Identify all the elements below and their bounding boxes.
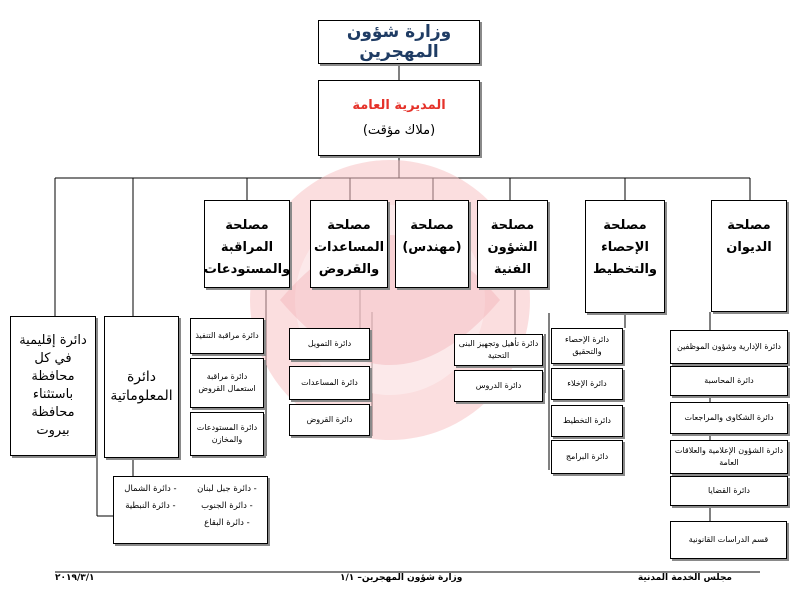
maslaha-diwan: مصلحة الديوان xyxy=(711,200,787,312)
musaadat-unit-label: دائرة التمويل xyxy=(307,339,352,348)
muraqaba-unit-execution: دائرة مراقبة التنفيذ xyxy=(190,318,264,354)
region-item: - دائرة جبل لبنان xyxy=(197,484,257,494)
fanniya-unit-studies: دائرة الدروس xyxy=(454,370,543,402)
muraqaba-unit-warehouses: دائرة المستودعات والمخازن xyxy=(190,412,264,456)
footer-council: مجلس الخدمة المدنية xyxy=(637,573,732,583)
maslaha-fanniya: مصلحة الشؤون الفنية xyxy=(477,200,548,288)
diwan-unit-accounting: دائرة المحاسبة xyxy=(670,366,788,396)
diwan-unit-label: دائرة الإدارية وشؤون الموظفين xyxy=(677,342,781,351)
diwan-unit-label: دائرة الشؤون الإعلامية والعلاقات العامة xyxy=(674,446,784,467)
diwan-unit-admin: دائرة الإدارية وشؤون الموظفين xyxy=(670,330,788,364)
fanniya-unit-label: دائرة تأهيل وتجهيز البنى التحتية xyxy=(458,339,539,360)
maslaha-muraqaba-label: مصلحة المراقبة والمستودعات xyxy=(203,218,291,277)
informatics-box: دائرة المعلوماتية xyxy=(104,316,179,458)
muraqaba-unit-label: دائرة مراقبة استعمال القروض xyxy=(198,372,256,393)
fanniya-unit-infrastructure: دائرة تأهيل وتجهيز البنى التحتية xyxy=(454,334,543,366)
regional-label: دائرة إقليمية في كل محافظة باستثناء محاف… xyxy=(19,333,87,438)
maslaha-muraqaba: مصلحة المراقبة والمستودعات xyxy=(204,200,290,288)
muraqaba-unit-label: دائرة مراقبة التنفيذ xyxy=(195,331,259,340)
ministry-box: وزارة شؤون المهجرين xyxy=(318,20,480,64)
regions-box: - دائرة جبل لبنان - دائرة الجنوب - دائرة… xyxy=(113,476,268,544)
maslaha-ihsaa-label: مصلحة الإحصاء والتخطيط xyxy=(593,218,657,277)
diwan-unit-label: دائرة المحاسبة xyxy=(704,376,754,385)
maslaha-ihsaa: مصلحة الإحصاء والتخطيط xyxy=(585,200,665,313)
diwan-unit-label: دائرة الشكاوى والمراجعات xyxy=(684,413,774,422)
diwan-section-label: قسم الدراسات القانونية xyxy=(688,535,769,544)
musaadat-unit-loans: دائرة القروض xyxy=(289,404,370,436)
musaadat-unit-aid: دائرة المساعدات xyxy=(289,366,370,400)
ihsaa-unit-statistics: دائرة الإحصاء والتحقيق xyxy=(551,328,623,364)
ihsaa-unit-label: دائرة الإحصاء والتحقيق xyxy=(564,335,610,356)
musaadat-unit-financing: دائرة التمويل xyxy=(289,328,370,360)
region-item: - دائرة الجنوب xyxy=(201,501,253,511)
director-general-title: المديرية العامة xyxy=(352,98,446,113)
diwan-section-legal: قسم الدراسات القانونية xyxy=(670,521,787,559)
director-general-note: (ملاك مؤقت) xyxy=(362,123,436,138)
informatics-label: دائرة المعلوماتية xyxy=(110,369,173,404)
region-item: - دائرة الشمال xyxy=(124,484,177,494)
regions-col-2: - دائرة الشمال - دائرة النبطية xyxy=(124,481,176,515)
ihsaa-unit-evacuation: دائرة الإخلاء xyxy=(551,368,623,400)
ihsaa-unit-label: دائرة التخطيط xyxy=(563,416,611,425)
fanniya-unit-label: دائرة الدروس xyxy=(475,381,522,390)
regions-col-1: - دائرة جبل لبنان - دائرة الجنوب - دائرة… xyxy=(197,481,257,532)
ihsaa-unit-planning: دائرة التخطيط xyxy=(551,405,623,437)
footer-date: ٢٠١٩/٣/١ xyxy=(55,573,95,583)
diwan-unit-cases: دائرة القضايا xyxy=(670,476,788,506)
maslaha-muhandis-label: مصلحة (مهندس) xyxy=(402,218,462,255)
maslaha-musaadat: مصلحة المساعدات والقروض xyxy=(310,200,388,288)
maslaha-fanniya-label: مصلحة الشؤون الفنية xyxy=(487,218,538,277)
director-general-box: المديرية العامة (ملاك مؤقت) xyxy=(318,80,480,156)
ihsaa-unit-label: دائرة الإخلاء xyxy=(567,379,607,388)
diwan-unit-media: دائرة الشؤون الإعلامية والعلاقات العامة xyxy=(670,440,788,474)
region-item: - دائرة النبطية xyxy=(125,501,176,511)
maslaha-muhandis: مصلحة (مهندس) xyxy=(395,200,469,288)
region-item: - دائرة البقاع xyxy=(204,518,250,528)
muraqaba-unit-loan-use: دائرة مراقبة استعمال القروض xyxy=(190,358,264,408)
ministry-title: وزارة شؤون المهجرين xyxy=(346,22,452,62)
diwan-unit-complaints: دائرة الشكاوى والمراجعات xyxy=(670,402,788,434)
maslaha-musaadat-label: مصلحة المساعدات والقروض xyxy=(313,218,385,277)
musaadat-unit-label: دائرة المساعدات xyxy=(301,378,358,387)
ihsaa-unit-label: دائرة البرامج xyxy=(565,452,609,461)
diwan-unit-label: دائرة القضايا xyxy=(708,486,750,495)
footer-page: وزارة شؤون المهجرين– ١/١ xyxy=(340,573,463,583)
regional-box: دائرة إقليمية في كل محافظة باستثناء محاف… xyxy=(10,316,96,456)
ihsaa-unit-programs: دائرة البرامج xyxy=(551,440,623,474)
maslaha-diwan-label: مصلحة الديوان xyxy=(726,218,772,255)
muraqaba-unit-label: دائرة المستودعات والمخازن xyxy=(196,423,258,444)
footer-rule xyxy=(55,571,760,573)
musaadat-unit-label: دائرة القروض xyxy=(306,415,353,424)
